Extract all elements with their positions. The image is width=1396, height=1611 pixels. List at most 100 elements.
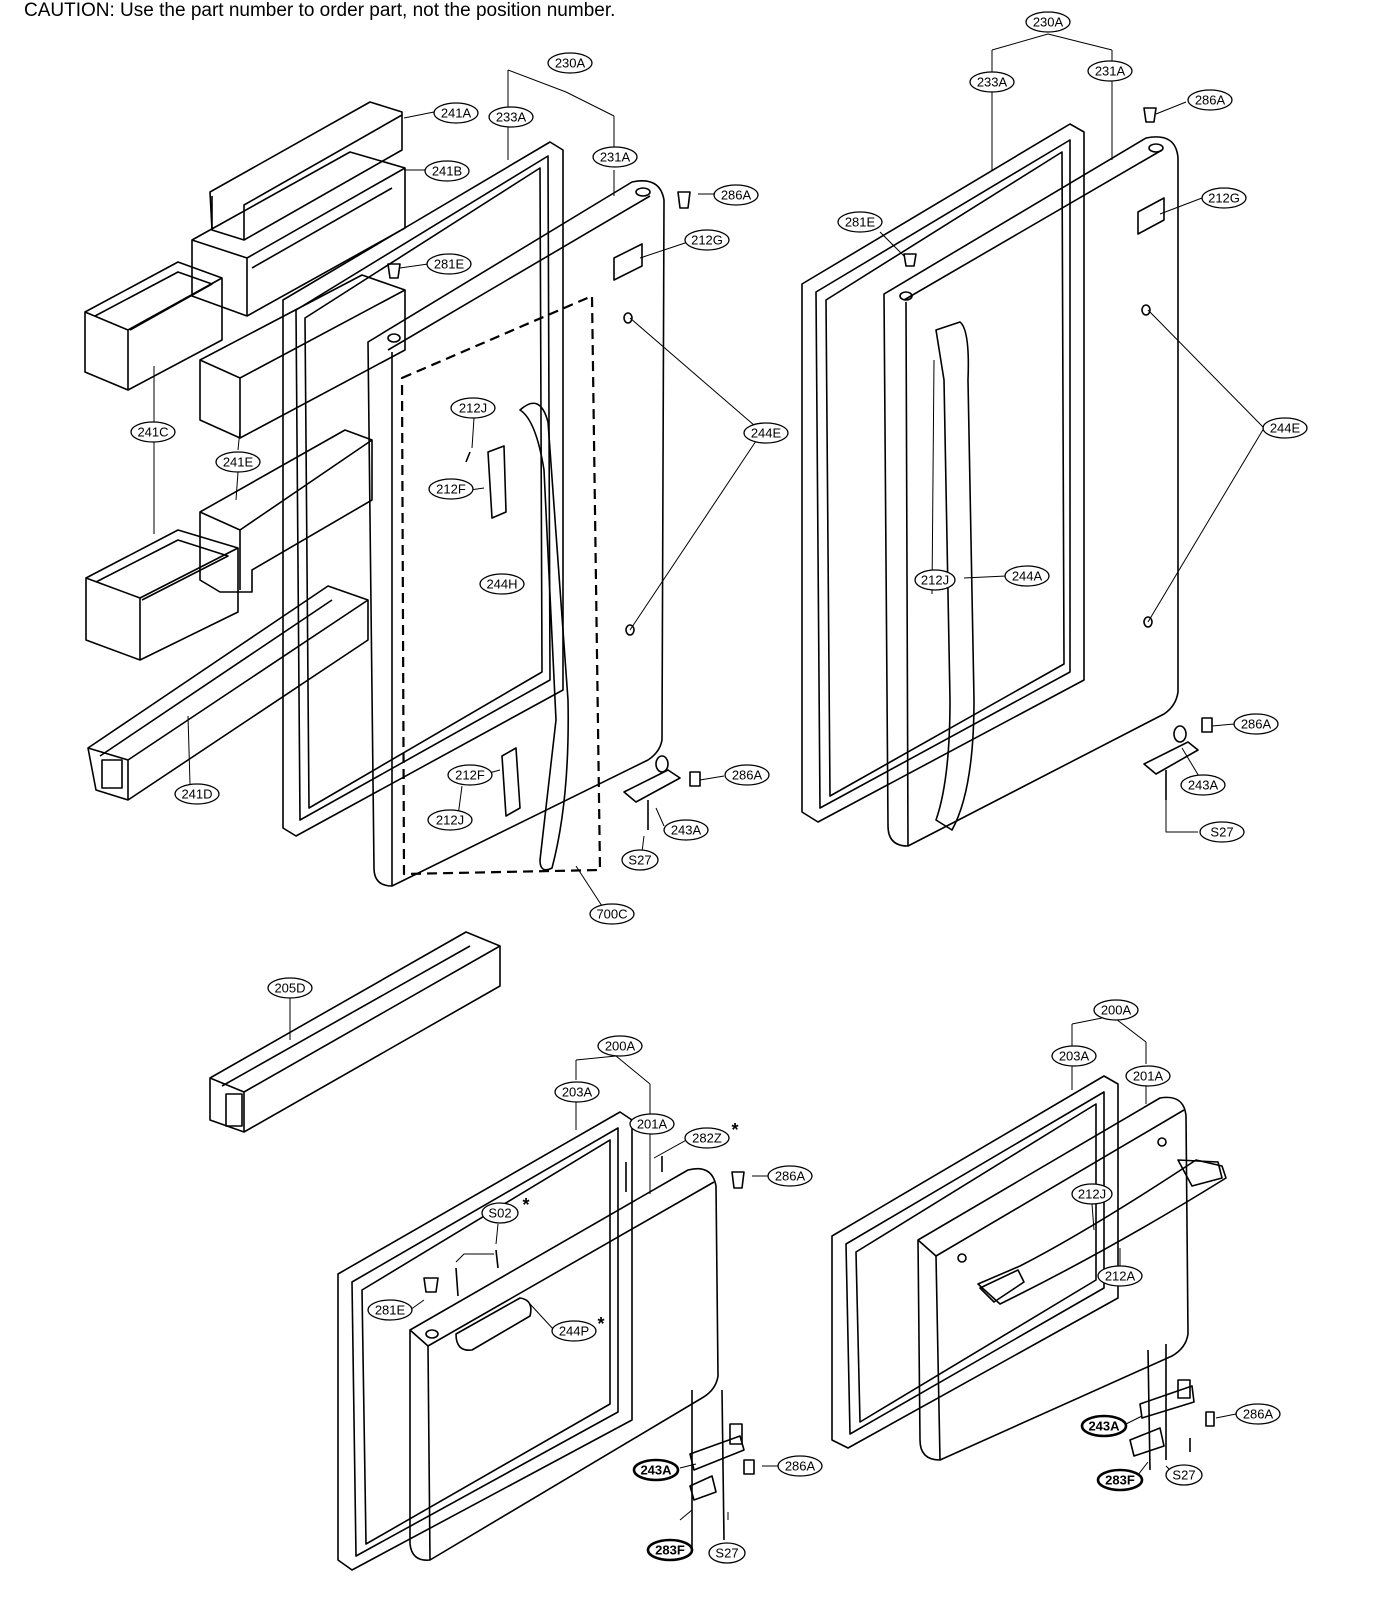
label-243a-right bbox=[1180, 774, 1226, 796]
label-282z bbox=[684, 1127, 730, 1149]
label-283f-bl bbox=[646, 1538, 694, 1562]
label-286a-tr bbox=[1187, 89, 1233, 111]
label-700c bbox=[589, 903, 635, 925]
label-212f-top bbox=[428, 478, 474, 500]
label-s02 bbox=[481, 1202, 519, 1224]
label-243a-br bbox=[1080, 1414, 1128, 1438]
text-286a-br: 286A bbox=[1243, 1407, 1274, 1422]
text-283f-bl: 283F bbox=[655, 1543, 685, 1558]
label-200a-left bbox=[597, 1035, 643, 1057]
bracket-212f-top bbox=[487, 445, 507, 519]
label-212j-br bbox=[1071, 1183, 1113, 1205]
label-286a-br bbox=[1235, 1403, 1281, 1425]
text-212g-left: 212G bbox=[691, 233, 723, 248]
bin-241a bbox=[209, 101, 403, 241]
label-212j-right bbox=[914, 569, 956, 591]
door-231a-left bbox=[367, 180, 665, 887]
text-212f-bot: 212F bbox=[455, 768, 485, 783]
text-286a-rmid: 286A bbox=[1241, 717, 1272, 732]
text-230a-right: 230A bbox=[1033, 15, 1064, 30]
hinge-243a-right bbox=[1143, 717, 1213, 800]
text-233a-left: 233A bbox=[496, 110, 527, 125]
label-244h bbox=[479, 573, 525, 595]
text-212j-br: 212J bbox=[1078, 1187, 1106, 1202]
text-s27-bl: S27 bbox=[715, 1546, 738, 1561]
label-212j-top bbox=[450, 397, 496, 419]
text-212g-right: 212G bbox=[1208, 191, 1240, 206]
label-286a-tl bbox=[713, 184, 759, 206]
label-241b bbox=[424, 160, 470, 182]
door-201a-left bbox=[409, 1167, 719, 1561]
text-244e-left: 244E bbox=[751, 426, 782, 441]
hinge-243a-left bbox=[623, 755, 701, 830]
text-212a: 212A bbox=[1105, 1269, 1136, 1284]
label-281e-left bbox=[426, 253, 472, 275]
label-241d bbox=[174, 783, 220, 805]
label-s27-br bbox=[1165, 1464, 1203, 1486]
label-205d bbox=[267, 977, 313, 999]
label-286a-rmid bbox=[1233, 713, 1279, 735]
text-281e-right: 281E bbox=[845, 215, 876, 230]
cap-286a-bl bbox=[731, 1171, 745, 1189]
gasket-203a-right bbox=[831, 1075, 1119, 1449]
label-283f-br bbox=[1096, 1468, 1144, 1492]
bin-205d bbox=[209, 931, 501, 1133]
bin-241d bbox=[87, 585, 369, 801]
text-243a-bl: 243A bbox=[640, 1463, 672, 1478]
label-201a-right bbox=[1125, 1065, 1171, 1087]
door-231a-right bbox=[883, 136, 1179, 847]
text-203a-right: 203A bbox=[1059, 1049, 1090, 1064]
text-244a: 244A bbox=[1012, 569, 1043, 584]
label-243a-bl bbox=[632, 1458, 680, 1482]
bracket-212f-bot bbox=[501, 747, 521, 817]
label-244a bbox=[1004, 565, 1050, 587]
text-212j-right: 212J bbox=[921, 573, 949, 588]
label-243a-left bbox=[663, 819, 709, 841]
text-201a-left: 201A bbox=[637, 1117, 668, 1132]
label-244e-right bbox=[1262, 417, 1308, 439]
text-200a-right: 200A bbox=[1101, 1003, 1132, 1018]
label-212j-bot bbox=[427, 809, 473, 831]
gasket-203a-left bbox=[337, 1111, 633, 1571]
label-244p bbox=[551, 1320, 597, 1342]
label-244e-left bbox=[743, 422, 789, 444]
cap-281e-tl bbox=[387, 263, 401, 279]
label-212g-right bbox=[1201, 187, 1247, 209]
label-241a bbox=[433, 102, 479, 124]
text-s02: S02 bbox=[488, 1206, 511, 1221]
text-241d: 241D bbox=[181, 787, 212, 802]
asterisk-244p: * bbox=[597, 1314, 604, 1334]
cap-281e-tr bbox=[903, 253, 917, 267]
label-231a-left bbox=[592, 146, 638, 168]
gasket-233a-right bbox=[801, 123, 1085, 823]
caution-note: CAUTION: Use the part number to order pa… bbox=[24, 0, 616, 21]
label-281e-bot bbox=[367, 1299, 413, 1321]
text-700c: 700C bbox=[596, 907, 627, 922]
label-s27-bl bbox=[708, 1542, 746, 1564]
label-233a-left bbox=[488, 106, 534, 128]
hinge-243a-bl bbox=[689, 1389, 755, 1550]
text-241e: 241E bbox=[223, 455, 254, 470]
label-200a-right bbox=[1093, 999, 1139, 1021]
text-200a-left: 200A bbox=[605, 1039, 636, 1054]
text-233a-right: 233A bbox=[977, 75, 1008, 90]
text-205d: 205D bbox=[274, 981, 305, 996]
text-281e-left: 281E bbox=[434, 257, 465, 272]
label-281e-right bbox=[837, 211, 883, 233]
label-233a-right bbox=[969, 71, 1015, 93]
label-s27-left bbox=[621, 849, 659, 871]
label-212g-left bbox=[684, 229, 730, 251]
bin-241c-lower bbox=[85, 529, 239, 661]
text-286a-tl: 286A bbox=[721, 188, 752, 203]
label-201a-left bbox=[629, 1113, 675, 1135]
label-241c bbox=[130, 421, 176, 443]
text-s27-br: S27 bbox=[1172, 1468, 1195, 1483]
door-201a-right bbox=[917, 1096, 1227, 1461]
text-231a-right: 231A bbox=[1095, 64, 1126, 79]
text-281e-bot: 281E bbox=[375, 1303, 406, 1318]
text-201a-right: 201A bbox=[1133, 1069, 1164, 1084]
gasket-233a-left bbox=[282, 141, 564, 837]
text-231a-left: 231A bbox=[600, 150, 631, 165]
label-286a-lmid bbox=[724, 764, 770, 786]
